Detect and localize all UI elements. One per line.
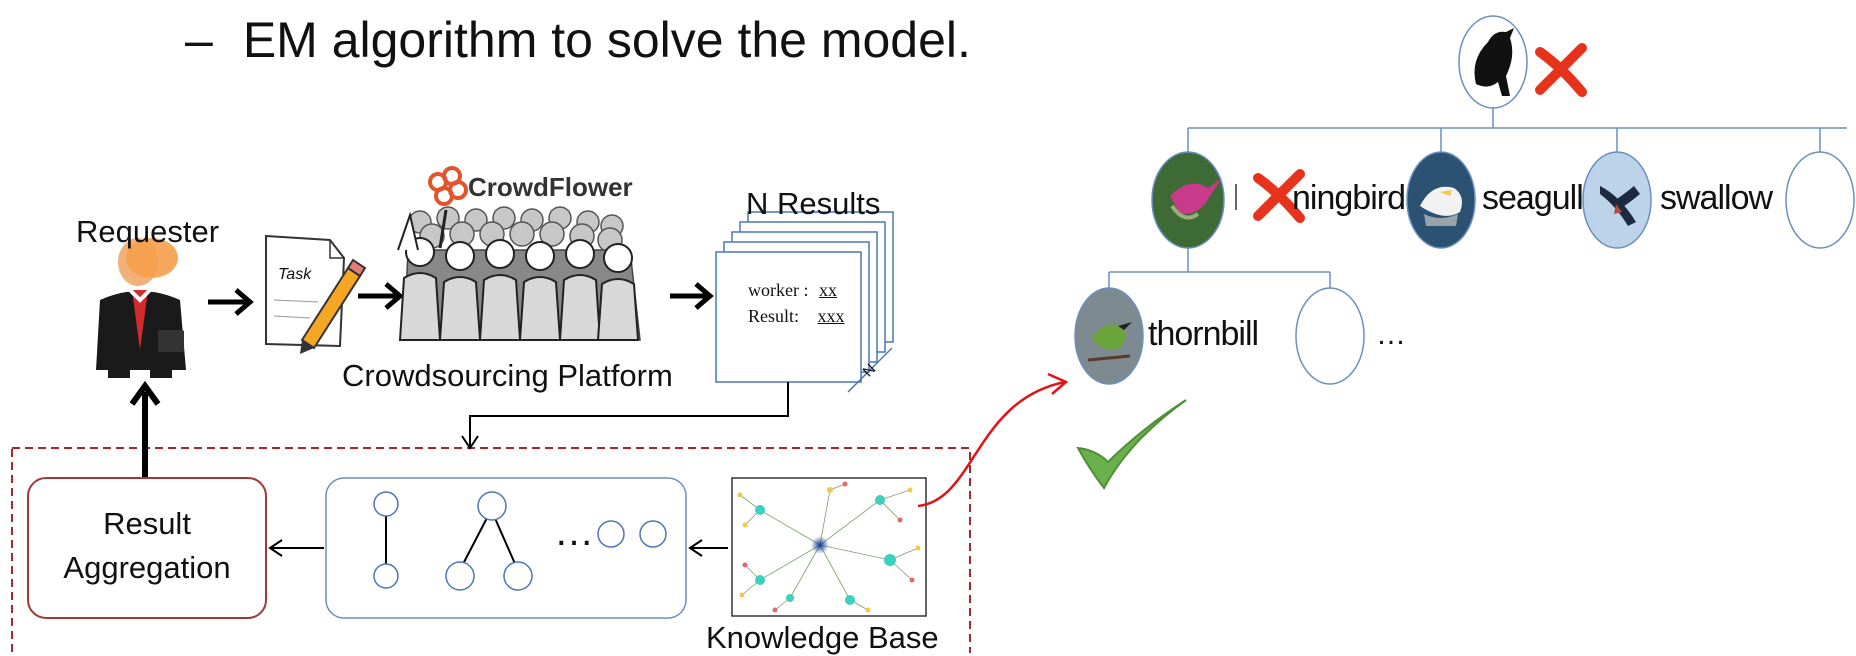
- crowdflower-logo-text: CrowdFlower: [468, 172, 633, 202]
- bullet-line: –EM algorithm to solve the model.: [185, 10, 971, 70]
- taxonomy-label-ningbird: ningbird: [1292, 179, 1406, 217]
- dashed-frame: [11, 447, 971, 653]
- taxonomy-edges: [1108, 106, 1847, 290]
- result-aggregation-box: [27, 477, 267, 619]
- cross-icon: [1535, 43, 1587, 97]
- cross-icon: [1253, 169, 1305, 223]
- check-icon: [1076, 399, 1187, 490]
- task-label: Task: [278, 266, 312, 283]
- bullet-text: EM algorithm to solve the model.: [242, 12, 971, 68]
- result-value: xxx: [817, 306, 845, 326]
- aggregation-label-line2: Aggregation: [63, 550, 231, 585]
- results-label: N Results: [746, 186, 881, 221]
- aggregation-label-line1: Result: [103, 506, 191, 541]
- model-ellipsis: …: [554, 510, 600, 554]
- knowledge-base-graph-icon: [731, 477, 927, 617]
- hummingbird-node: [1151, 151, 1225, 249]
- result-card-worker: worker : xx: [748, 280, 837, 301]
- pencil-icon: [300, 258, 367, 354]
- requester-icon: [96, 238, 186, 378]
- empty-node: [1785, 151, 1855, 249]
- worker-label: worker :: [748, 280, 809, 300]
- thornbill-node: [1074, 287, 1144, 385]
- taxonomy-root-node: [1458, 15, 1528, 109]
- bullet-dash: –: [185, 12, 213, 68]
- crowd-image: [397, 206, 641, 341]
- empty-node: [1295, 287, 1365, 385]
- knowledge-base-label: Knowledge Base: [706, 620, 939, 655]
- worker-value: xx: [818, 280, 837, 300]
- taxonomy-label-thornbill: thornbill: [1148, 315, 1259, 353]
- taxonomy-label-seagull: seagull: [1482, 179, 1584, 217]
- result-label: Result:: [748, 306, 800, 326]
- arrow-requester-task: [208, 288, 254, 316]
- result-cards-stack: [715, 211, 894, 393]
- result-card-result: Result: xxx: [748, 306, 845, 327]
- arrow-task-platform: [358, 282, 404, 310]
- model-graphs: [373, 491, 667, 591]
- model-box: [325, 477, 687, 619]
- taxonomy-ellipsis: …: [1376, 318, 1406, 351]
- requester-label: Requester: [76, 214, 220, 249]
- platform-label: Crowdsourcing Platform: [342, 358, 673, 393]
- swallow-node: [1582, 151, 1652, 249]
- arrow-platform-results: [670, 282, 714, 310]
- seagull-node: [1406, 151, 1476, 249]
- taxonomy-label-swallow: swallow: [1660, 179, 1773, 217]
- crowdflower-logo-icon: [428, 166, 468, 206]
